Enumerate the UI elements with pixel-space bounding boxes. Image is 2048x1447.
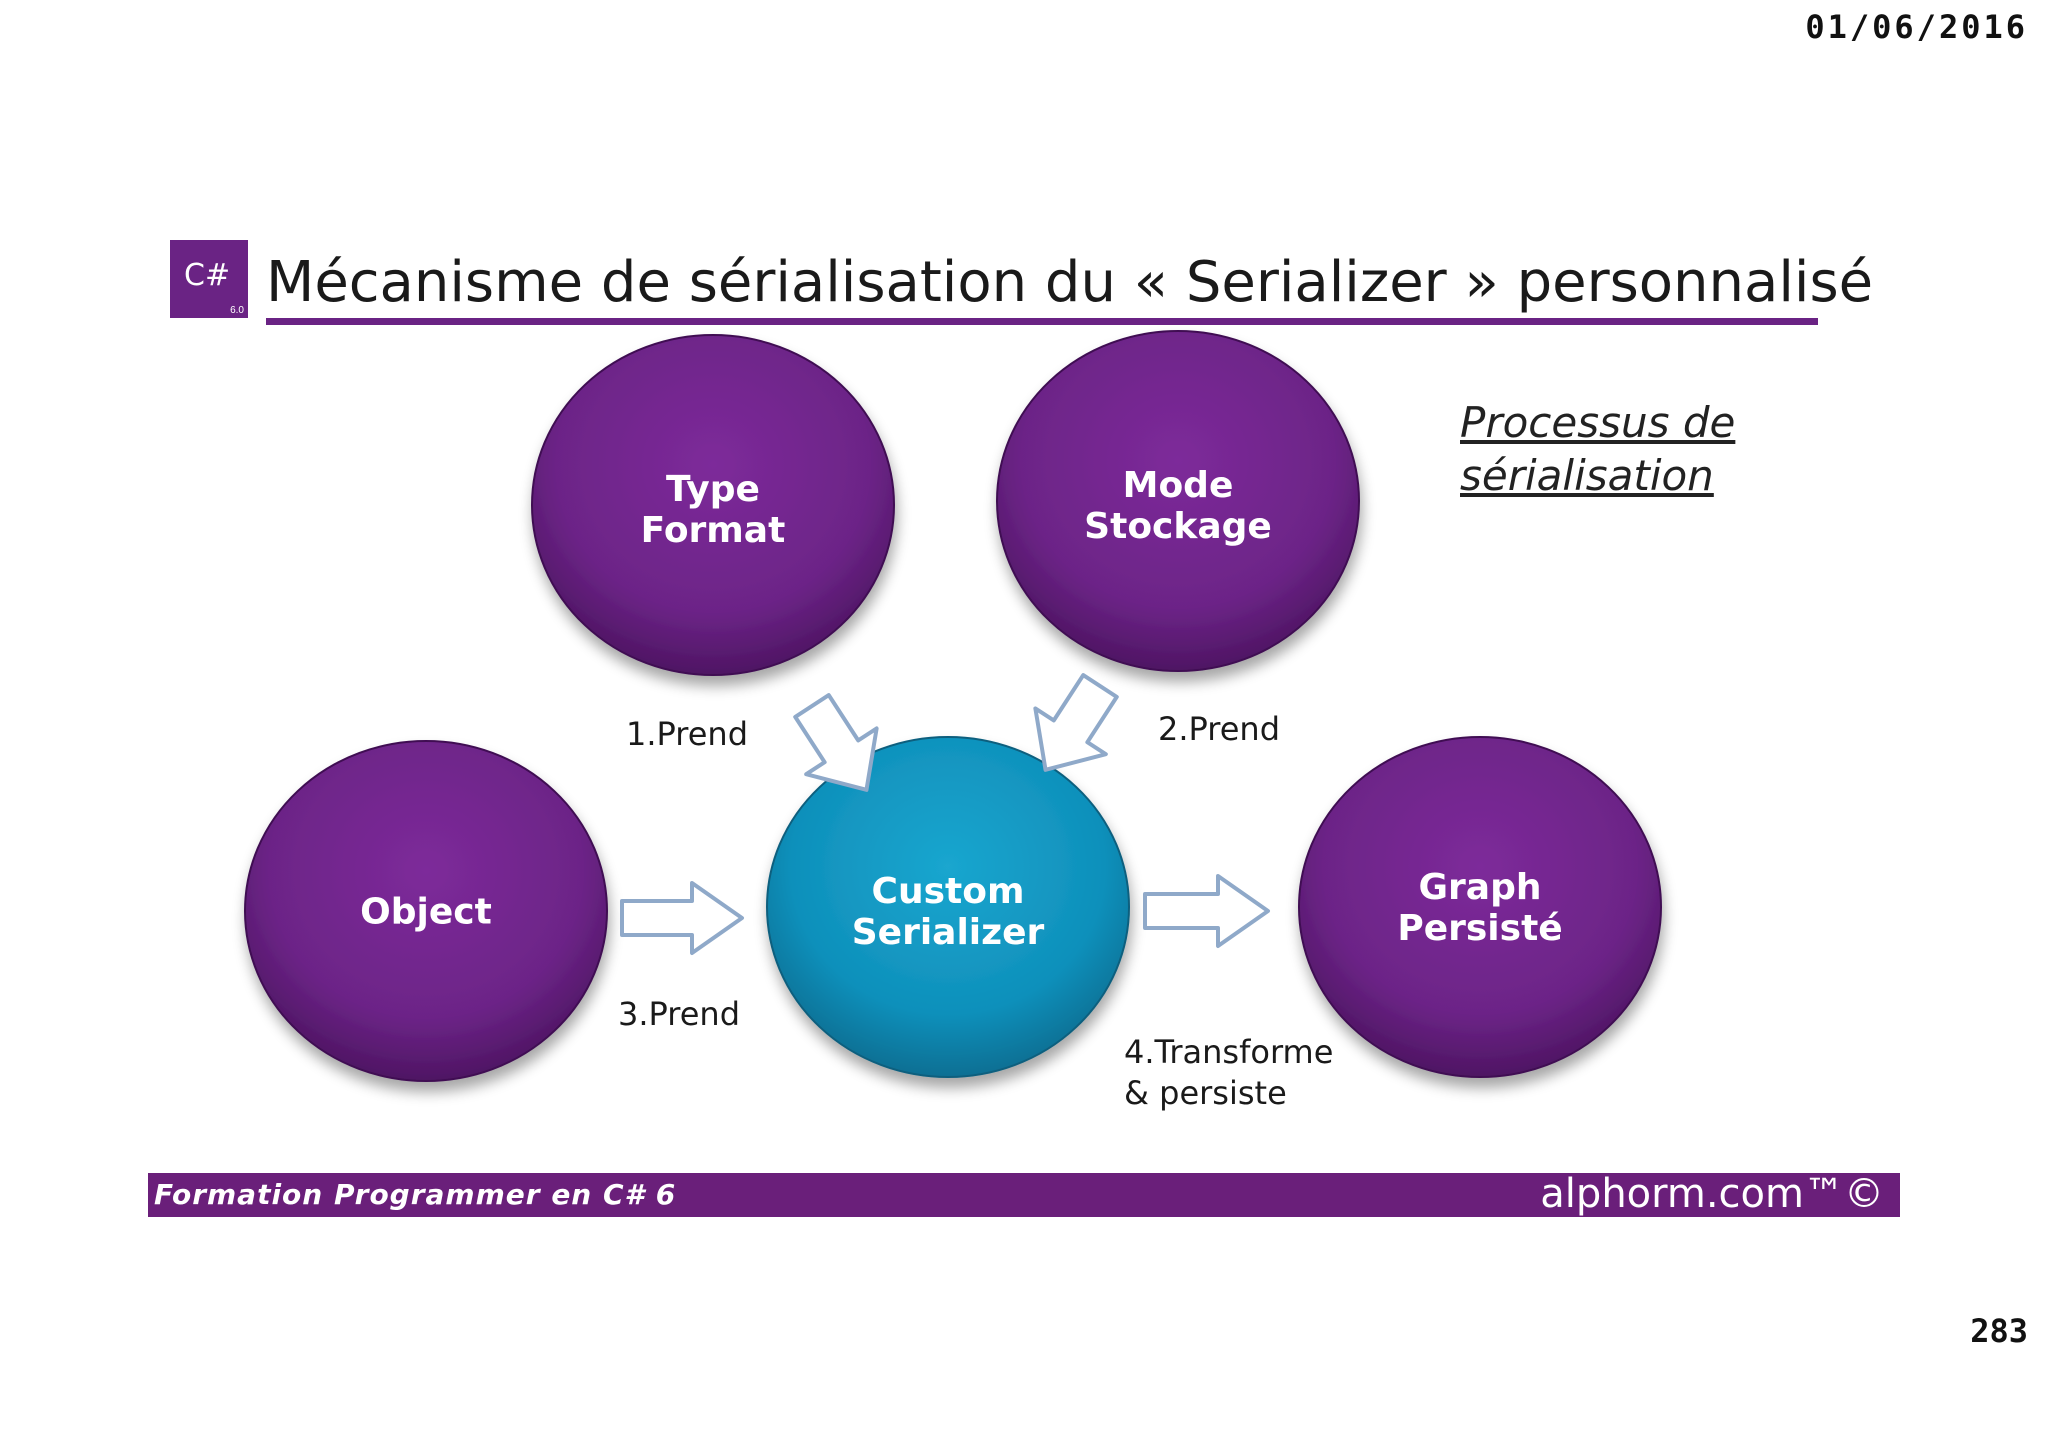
process-caption: Processus de sérialisation	[1460, 396, 1735, 502]
csharp-logo: C# 6.0	[170, 240, 248, 318]
slide-date: 01/06/2016	[1805, 8, 2028, 46]
footer-bar: Formation Programmer en C# 6 alphorm.com…	[148, 1171, 1900, 1217]
slide-title: Mécanisme de sérialisation du « Serializ…	[266, 250, 1874, 315]
object-circle	[244, 740, 608, 1082]
custom-serializer-circle	[766, 736, 1130, 1078]
logo-language: C#	[184, 258, 231, 293]
step4-label-line2: & persiste	[1124, 1074, 1287, 1112]
arrow-object-to-serializer	[620, 881, 744, 955]
footer-brand: alphorm.com™©	[1540, 1171, 1884, 1217]
type-format-label: Type Format	[640, 469, 786, 551]
footer-course-title: Formation Programmer en C# 6	[154, 1178, 677, 1211]
page-number: 283	[1970, 1312, 2028, 1350]
step3-label: 3.Prend	[618, 995, 740, 1033]
mode-stockage-circle	[996, 330, 1360, 672]
arrow-mode-stockage-to-serializer	[1033, 673, 1119, 772]
title-underline	[266, 318, 1818, 325]
arrow-type-format-to-serializer	[793, 693, 879, 792]
step1-label: 1.Prend	[626, 715, 748, 753]
graph-persiste-label: Graph Persisté	[1397, 867, 1563, 949]
logo-version: 6.0	[230, 305, 244, 316]
graph-persiste-circle	[1298, 736, 1662, 1078]
mode-stockage-label: Mode Stockage	[1084, 465, 1272, 547]
step4-label-line1: 4.Transforme	[1124, 1033, 1334, 1071]
step2-label: 2.Prend	[1158, 710, 1280, 748]
object-label: Object	[360, 891, 492, 933]
type-format-circle	[531, 334, 895, 676]
custom-serializer-label: Custom Serializer	[851, 871, 1045, 953]
caption-line2: sérialisation	[1460, 451, 1714, 500]
caption-line1: Processus de	[1460, 398, 1736, 447]
arrow-serializer-to-graph	[1143, 874, 1270, 948]
